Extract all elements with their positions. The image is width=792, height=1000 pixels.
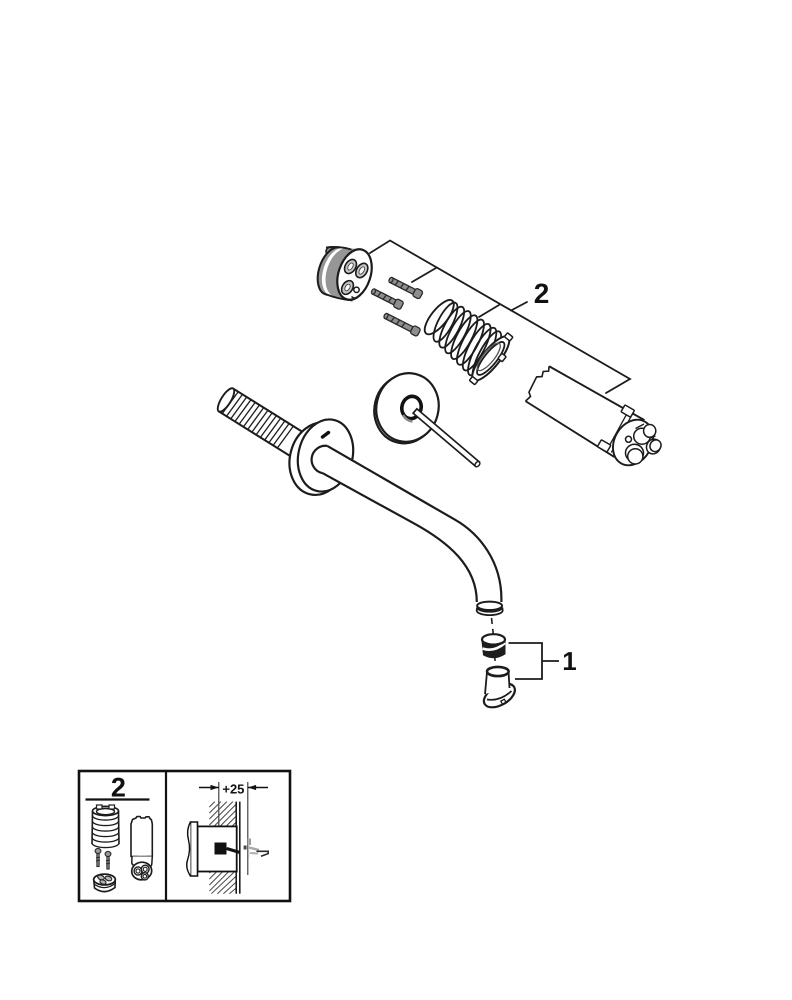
svg-text:1: 1 [562,646,576,676]
svg-text:2: 2 [111,773,126,803]
svg-text:2: 2 [534,278,550,309]
svg-text:+25: +25 [222,782,244,797]
